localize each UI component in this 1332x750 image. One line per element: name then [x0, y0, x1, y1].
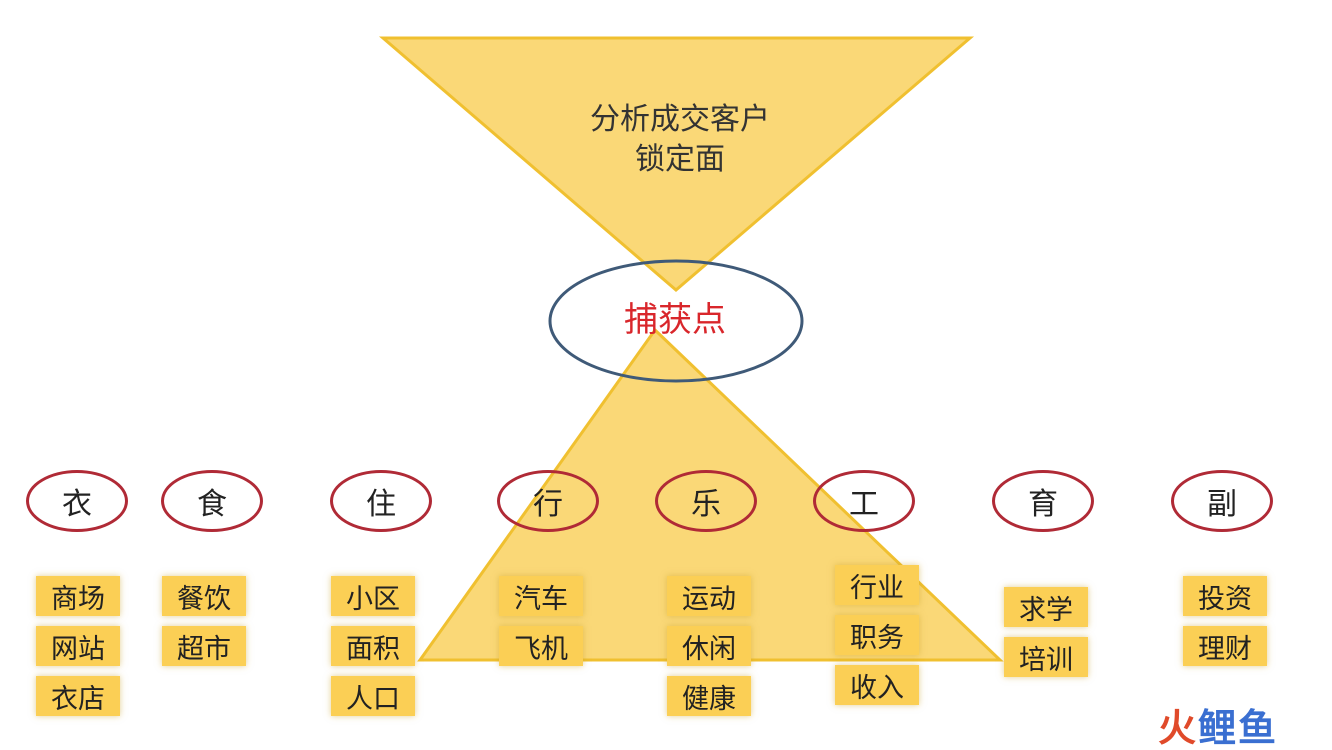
category-circle-3: 住: [330, 470, 432, 532]
category-tag: 理财: [1183, 626, 1267, 666]
category-circle-1: 衣: [26, 470, 128, 532]
top-inverted-triangle: [378, 36, 975, 292]
category-tag: 汽车: [499, 576, 583, 616]
watermark-part-1: 火: [1158, 705, 1199, 750]
category-tag: 休闲: [667, 626, 751, 666]
category-tag: 投资: [1183, 576, 1267, 616]
funnel-text-line-2: 锁定面: [635, 142, 725, 177]
watermark-part-2: 鲤鱼: [1198, 705, 1279, 750]
category-tag: 收入: [835, 665, 919, 705]
category-tag: 商场: [36, 576, 120, 616]
category-tag: 小区: [331, 576, 415, 616]
category-circle-8: 副: [1171, 470, 1273, 532]
capture-point-ellipse: [548, 259, 804, 383]
category-tag: 面积: [331, 626, 415, 666]
category-tag: 衣店: [36, 676, 120, 716]
category-circle-2: 食: [161, 470, 263, 532]
category-circle-6: 工: [813, 470, 915, 532]
category-tag: 人口: [331, 676, 415, 716]
category-tag: 超市: [162, 626, 246, 666]
category-circle-4: 行: [497, 470, 599, 532]
funnel-text-line-1: 分析成交客户: [590, 102, 770, 137]
category-tag: 培训: [1004, 637, 1088, 677]
category-tag: 求学: [1004, 587, 1088, 627]
category-tag: 职务: [835, 615, 919, 655]
capture-point-label: 捕获点: [624, 300, 726, 340]
category-tag: 网站: [36, 626, 120, 666]
category-tag: 飞机: [499, 626, 583, 666]
category-circle-7: 育: [992, 470, 1094, 532]
category-circle-5: 乐: [655, 470, 757, 532]
category-tag: 健康: [667, 676, 751, 716]
watermark-logo: 火 鲤鱼: [1158, 700, 1328, 750]
category-tag: 运动: [667, 576, 751, 616]
category-tag: 行业: [835, 565, 919, 605]
category-tag: 餐饮: [162, 576, 246, 616]
